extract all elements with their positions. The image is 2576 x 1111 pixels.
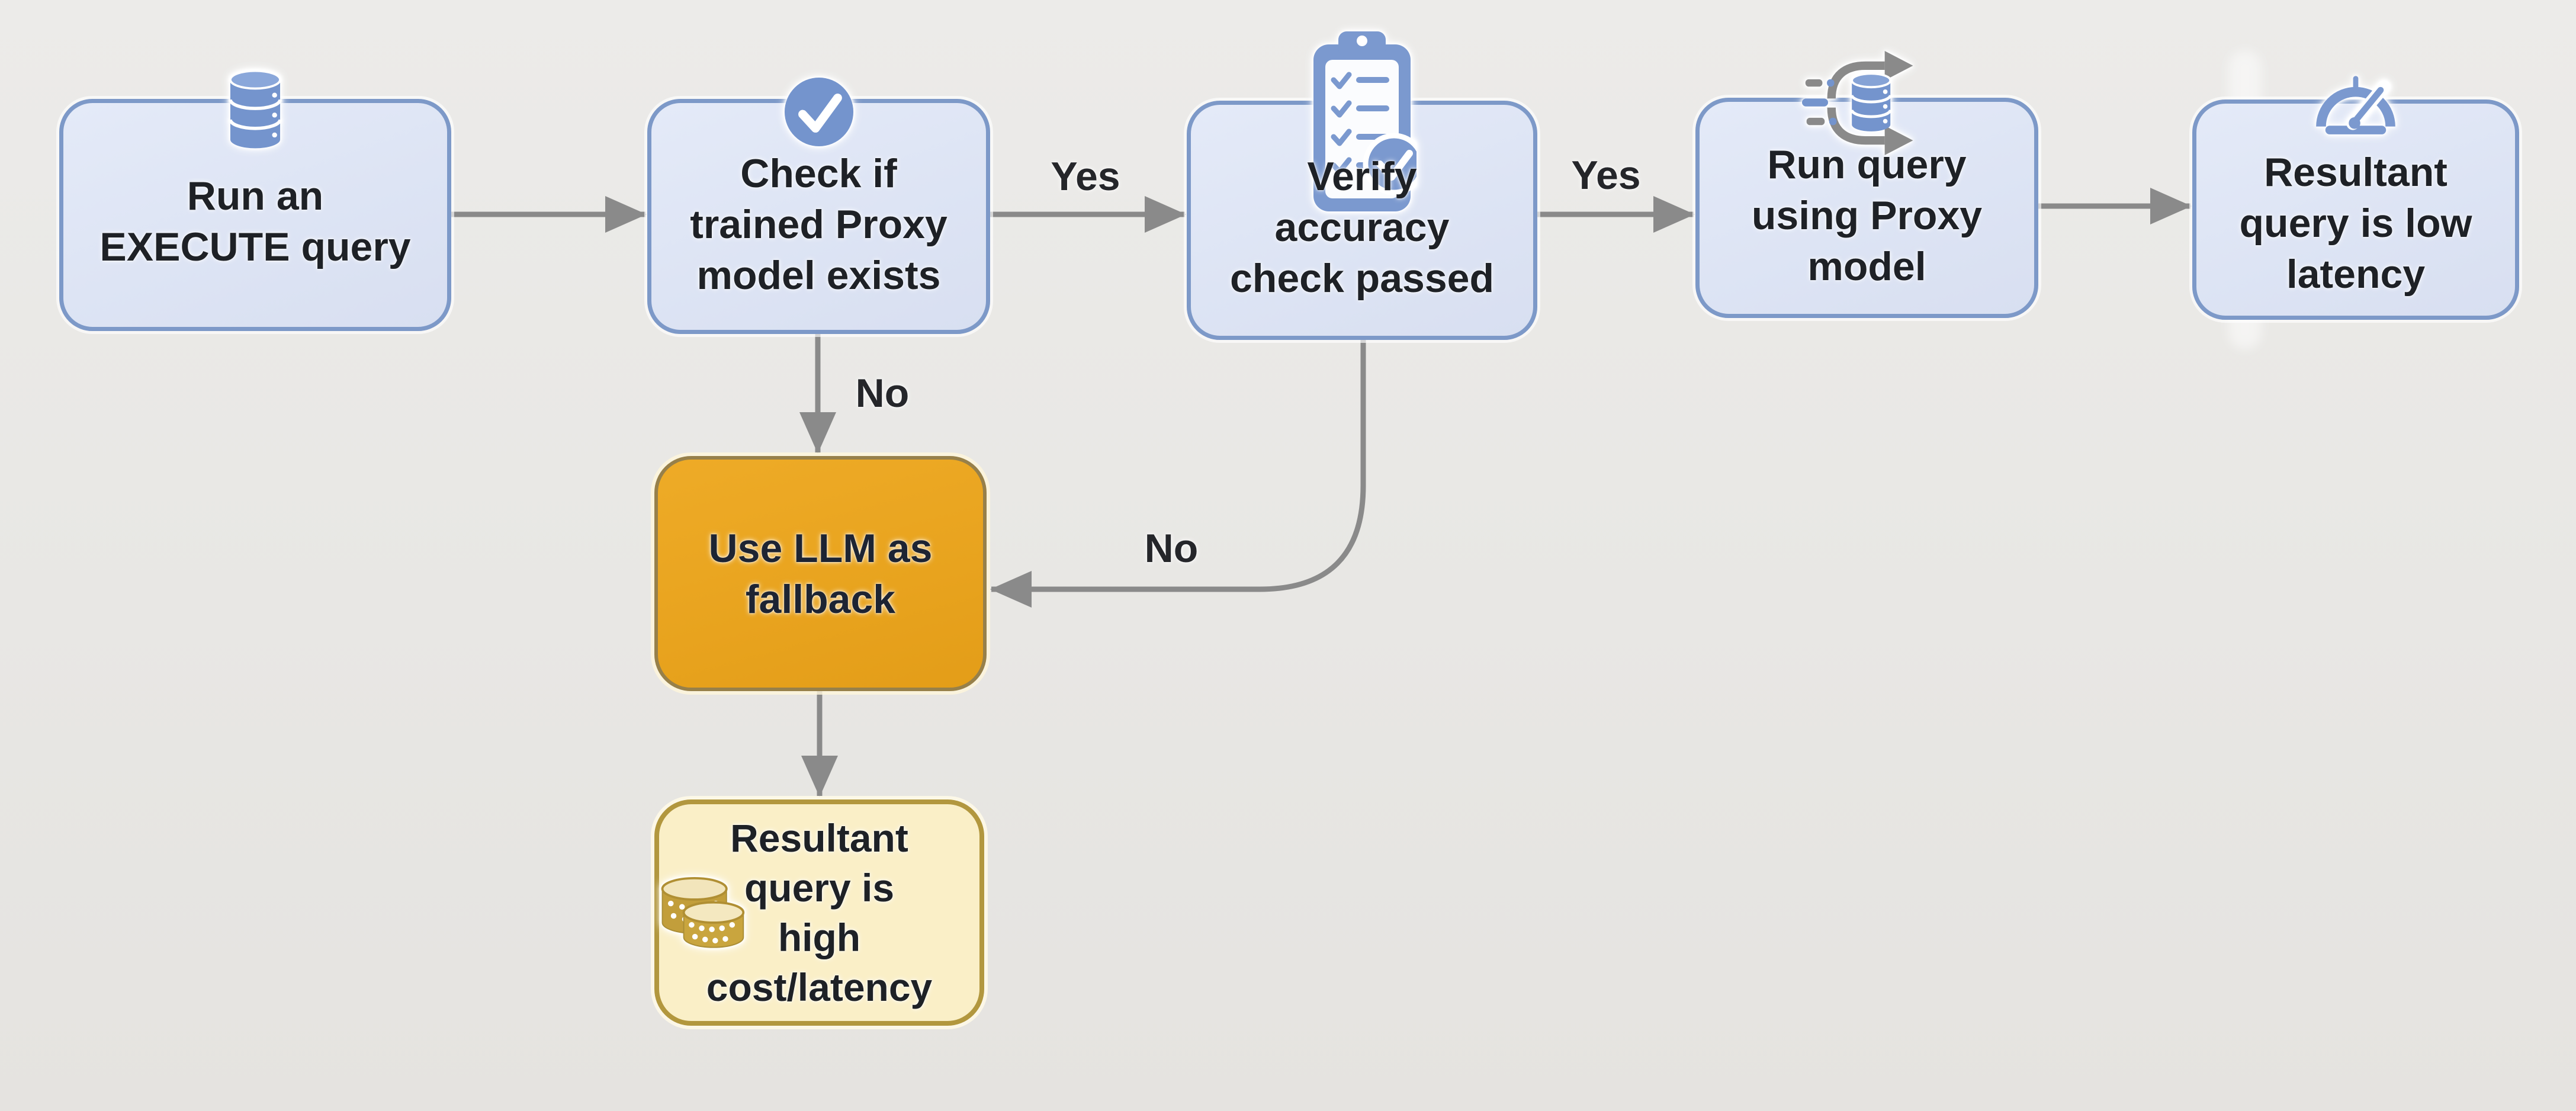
edge-label-yes-2: Yes	[1571, 153, 1641, 198]
speedometer-icon	[2311, 70, 2400, 143]
node-text-line: latency	[2286, 252, 2426, 297]
node-text-line: query is low	[2239, 201, 2472, 246]
node-run-query-proxy-model: Run query using Proxy model	[1695, 51, 2038, 318]
node-text-line: model	[1807, 244, 1926, 289]
node-text-line: EXECUTE query	[99, 224, 411, 269]
coins-icon	[657, 871, 747, 950]
arrow-verify-to-fallback-no	[990, 340, 1366, 608]
node-text-line: cost/latency	[706, 965, 933, 1009]
node-low-latency-result: Resultant query is low latency	[2192, 76, 2519, 320]
node-run-execute-query: Run an EXECUTE query	[59, 69, 451, 331]
node-text-line: Use LLM as	[708, 525, 933, 571]
node-high-cost-result: Resultant query is high cost/latency	[654, 799, 984, 1026]
node-text-line: Run query	[1767, 142, 1967, 187]
edge-label-no-2: No	[1144, 526, 1199, 571]
node-text-line: trained Proxy	[690, 201, 947, 247]
edge-label-yes-1: Yes	[1051, 154, 1120, 199]
node-text-line: using Proxy	[1751, 193, 1983, 238]
node-text-line: query is	[744, 866, 895, 910]
database-flow-icon	[1801, 46, 1932, 160]
node-text-line: Check if	[740, 150, 897, 196]
node-text-line: check passed	[1229, 256, 1495, 301]
node-llm-fallback: Use LLM as fallback	[654, 456, 987, 691]
check-circle-icon	[783, 76, 855, 148]
node-text-line: model exists	[696, 252, 941, 298]
node-text-line: Run an	[187, 174, 324, 219]
node-text-line: high	[778, 916, 861, 959]
node-check-proxy-model-exists: Check if trained Proxy model exists	[647, 77, 990, 334]
node-text-line: Verify	[1307, 154, 1417, 199]
checklist-clipboard-icon	[1308, 28, 1425, 216]
database-icon	[221, 68, 289, 152]
node-text-line: fallback	[745, 576, 896, 622]
edge-label-no-1: No	[855, 371, 910, 416]
node-text-line: accuracy	[1274, 205, 1450, 250]
node-verify-accuracy-check: Verify accuracy check passed	[1187, 31, 1537, 340]
node-text-line: Resultant	[2264, 150, 2447, 195]
node-text-line: Resultant	[730, 816, 908, 860]
